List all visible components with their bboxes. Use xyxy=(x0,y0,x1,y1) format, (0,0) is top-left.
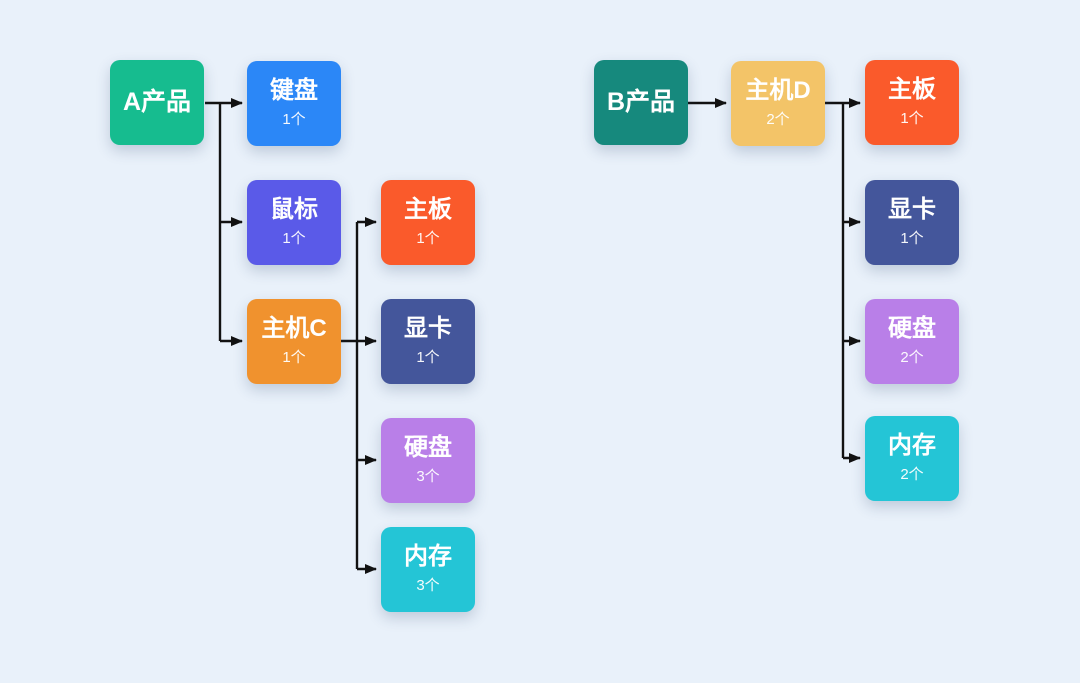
node-count: 2个 xyxy=(900,349,924,367)
node-a-memory: 内存 3个 xyxy=(381,527,475,612)
node-label: 内存 xyxy=(888,431,936,459)
node-b-product: B产品 xyxy=(594,60,688,145)
node-count: 1个 xyxy=(900,110,924,128)
node-count: 1个 xyxy=(282,349,306,367)
node-count: 3个 xyxy=(416,577,440,595)
node-b-gpu: 显卡 1个 xyxy=(865,180,959,265)
node-label: A产品 xyxy=(122,87,192,116)
node-a-mouse: 鼠标 1个 xyxy=(247,180,341,265)
node-a-disk: 硬盘 3个 xyxy=(381,418,475,503)
node-count: 2个 xyxy=(766,111,790,129)
node-count: 1个 xyxy=(416,349,440,367)
node-label: 硬盘 xyxy=(888,314,936,342)
node-label: 鼠标 xyxy=(270,195,318,223)
node-b-host-d: 主机D 2个 xyxy=(731,61,825,146)
node-label: 主板 xyxy=(404,195,452,223)
node-a-keyboard: 键盘 1个 xyxy=(247,61,341,146)
node-a-gpu: 显卡 1个 xyxy=(381,299,475,384)
node-label: 显卡 xyxy=(404,314,452,342)
node-count: 1个 xyxy=(282,230,306,248)
node-label: 主板 xyxy=(888,75,936,103)
node-a-product: A产品 xyxy=(110,60,204,145)
node-b-disk: 硬盘 2个 xyxy=(865,299,959,384)
node-label: 内存 xyxy=(404,542,452,570)
node-count: 3个 xyxy=(416,468,440,486)
node-b-memory: 内存 2个 xyxy=(865,416,959,501)
node-label: 显卡 xyxy=(888,195,936,223)
node-label: B产品 xyxy=(606,87,676,116)
node-label: 键盘 xyxy=(270,76,318,104)
node-b-mainboard: 主板 1个 xyxy=(865,60,959,145)
node-label: 主机D xyxy=(745,76,811,104)
node-count: 1个 xyxy=(900,230,924,248)
node-count: 1个 xyxy=(282,111,306,129)
node-a-host-c: 主机C 1个 xyxy=(247,299,341,384)
node-count: 2个 xyxy=(900,466,924,484)
node-count: 1个 xyxy=(416,230,440,248)
node-a-mainboard: 主板 1个 xyxy=(381,180,475,265)
node-label: 主机C xyxy=(261,314,327,342)
node-label: 硬盘 xyxy=(404,433,452,461)
